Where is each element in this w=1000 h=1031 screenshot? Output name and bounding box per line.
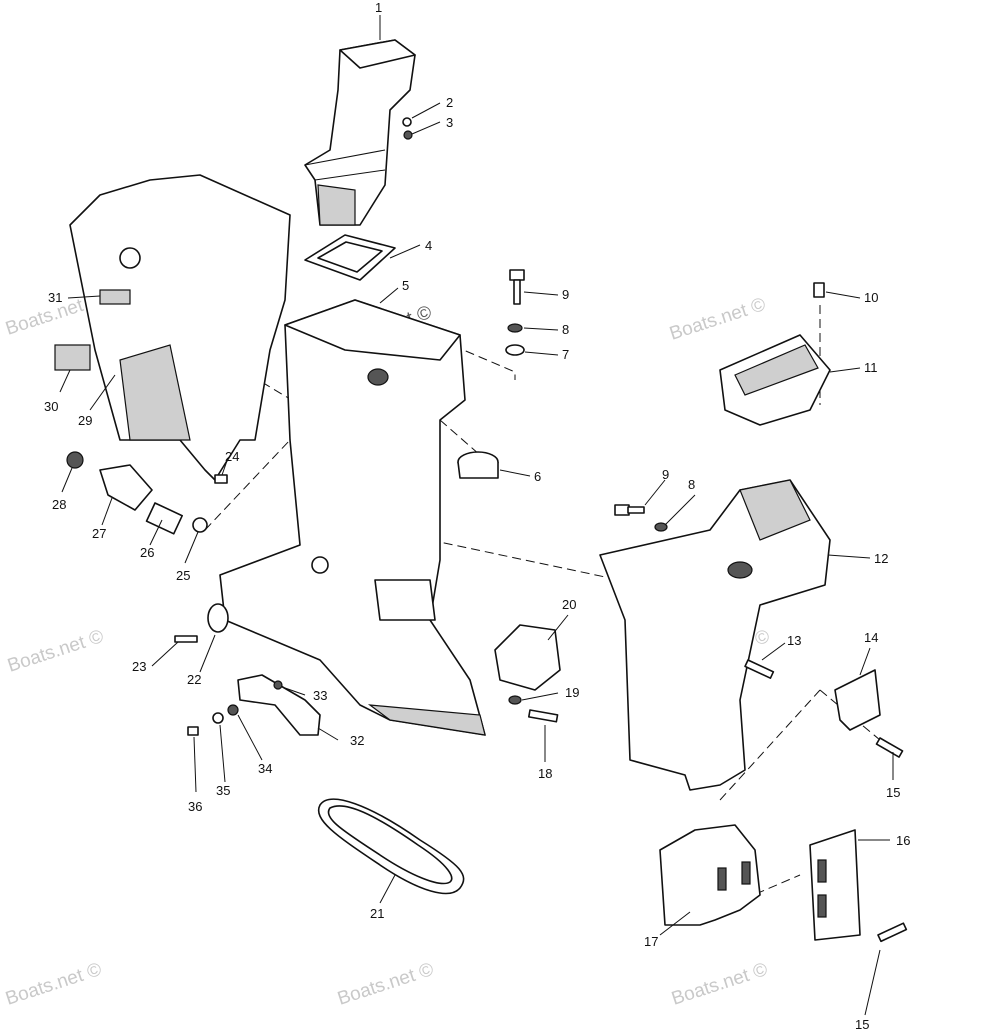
watermark-text: Boats.net © bbox=[667, 294, 768, 345]
callout-21: 21 bbox=[370, 906, 384, 921]
callout-18: 18 bbox=[538, 766, 552, 781]
callout-20: 20 bbox=[562, 597, 576, 612]
part-plate-14 bbox=[834, 669, 881, 731]
callout-28: 28 bbox=[52, 497, 66, 512]
part-lower-cowl bbox=[69, 174, 291, 481]
callout-32: 32 bbox=[350, 733, 364, 748]
part-seal-ring bbox=[317, 798, 465, 895]
callout-10: 10 bbox=[864, 290, 878, 305]
callout-14: 14 bbox=[864, 630, 878, 645]
callout-26: 26 bbox=[140, 545, 154, 560]
callout-2: 2 bbox=[446, 95, 453, 110]
part-bracket-bolt bbox=[614, 504, 668, 532]
callout-33: 33 bbox=[313, 688, 327, 703]
part-bumper bbox=[174, 603, 229, 643]
callout-9-bracket: 9 bbox=[662, 467, 669, 482]
callout-15-lower: 15 bbox=[855, 1017, 869, 1031]
callout-34: 34 bbox=[258, 761, 272, 776]
part-bolt-13 bbox=[744, 659, 775, 679]
callout-8: 8 bbox=[562, 322, 569, 337]
callout-labels: 1 2 3 4 5 6 7 8 9 10 11 12 13 14 15 16 1… bbox=[44, 0, 910, 1031]
callout-4: 4 bbox=[425, 238, 432, 253]
callout-3: 3 bbox=[446, 115, 453, 130]
watermark-text: Boats.net © bbox=[669, 959, 770, 1010]
callout-30: 30 bbox=[44, 399, 58, 414]
callout-22: 22 bbox=[187, 672, 201, 687]
callout-15: 15 bbox=[886, 785, 900, 800]
watermark-text: Boats.net © bbox=[335, 959, 436, 1010]
part-exhaust-tube bbox=[304, 39, 416, 226]
callout-35: 35 bbox=[216, 783, 230, 798]
callout-5: 5 bbox=[402, 278, 409, 293]
part-anode-assembly bbox=[494, 624, 561, 723]
watermark-text: Boats.net © bbox=[5, 626, 106, 677]
assembly-lines bbox=[204, 305, 881, 906]
callout-8-bracket: 8 bbox=[688, 477, 695, 492]
callout-7: 7 bbox=[562, 347, 569, 362]
part-rubber-mount bbox=[457, 451, 499, 479]
part-bolt-stack bbox=[505, 269, 525, 356]
callout-31: 31 bbox=[48, 290, 62, 305]
part-swivel-bracket bbox=[599, 479, 831, 791]
callout-24: 24 bbox=[225, 449, 239, 464]
callout-1: 1 bbox=[375, 0, 382, 15]
callout-17: 17 bbox=[644, 934, 658, 949]
part-gasket bbox=[304, 234, 396, 281]
part-cover bbox=[719, 282, 831, 426]
callout-13: 13 bbox=[787, 633, 801, 648]
callout-16: 16 bbox=[896, 833, 910, 848]
watermark-text: Boats.net © bbox=[3, 959, 104, 1010]
part-driveshaft-housing bbox=[219, 299, 486, 736]
callout-25: 25 bbox=[176, 568, 190, 583]
callout-11: 11 bbox=[864, 360, 878, 375]
callout-23: 23 bbox=[132, 659, 146, 674]
part-decal bbox=[54, 344, 91, 371]
callout-29: 29 bbox=[78, 413, 92, 428]
callout-19: 19 bbox=[565, 685, 579, 700]
callout-9: 9 bbox=[562, 287, 569, 302]
part-bracket-plate bbox=[187, 674, 321, 736]
callout-27: 27 bbox=[92, 526, 106, 541]
part-plate-16 bbox=[809, 829, 861, 941]
callout-12: 12 bbox=[874, 551, 888, 566]
part-washer-screw bbox=[402, 117, 413, 140]
part-bolt-15 bbox=[875, 737, 908, 943]
callout-6: 6 bbox=[534, 469, 541, 484]
leader-lines bbox=[59, 15, 894, 1016]
part-bracket-17 bbox=[659, 824, 761, 926]
callout-36: 36 bbox=[188, 799, 202, 814]
part-cable-fitting bbox=[66, 451, 228, 535]
